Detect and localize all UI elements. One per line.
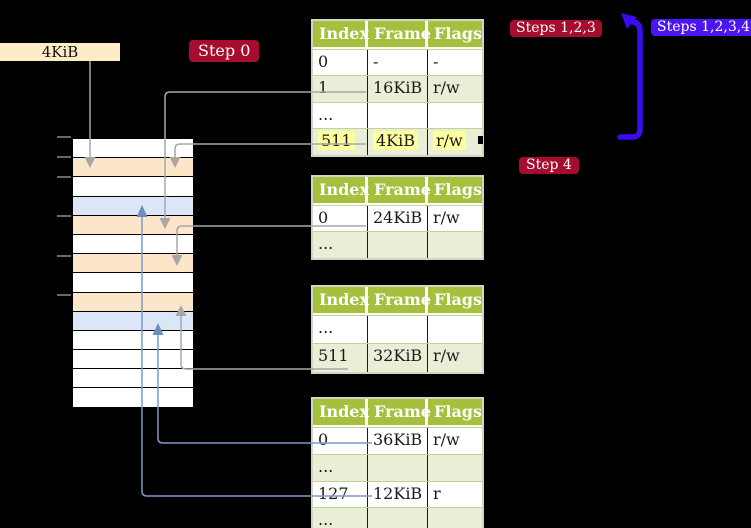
memory-frame-free — [73, 273, 193, 293]
memory-frame-free — [73, 388, 193, 407]
column-header-flags: Flags — [434, 290, 482, 309]
column-header-index: Index — [313, 177, 369, 203]
physical-memory-strip — [71, 137, 195, 409]
table-header: Index Frame Flags — [313, 21, 482, 49]
memory-frame-free — [73, 177, 193, 197]
column-header-flags: Flags — [434, 180, 482, 199]
table-row: ... — [313, 507, 482, 528]
cell-flags: - — [433, 52, 439, 71]
cell-flags — [428, 103, 482, 128]
column-header-frame: Frame — [368, 21, 431, 47]
cell-frame — [368, 454, 428, 481]
steps1234-badge: Steps 1,2,3,4 — [651, 19, 751, 36]
column-header-index: Index — [313, 287, 369, 313]
cell-flags: r/w — [428, 129, 482, 154]
cell-frame: 16KiB — [368, 76, 428, 102]
cell-index: 511 — [313, 129, 368, 155]
cell-flags — [428, 232, 482, 257]
cell-index: ... — [313, 454, 368, 481]
table-row: ... — [313, 453, 482, 481]
cell-index: ... — [313, 102, 368, 129]
table-row: 127 12KiB r — [313, 480, 482, 508]
cell-flags — [428, 508, 482, 528]
cell-frame: 24KiB — [368, 206, 428, 232]
page-size-label: 4KiB — [0, 43, 120, 61]
table-row: ... — [313, 101, 482, 129]
cell-flags: r/w — [433, 430, 460, 449]
cell-frame — [368, 316, 428, 344]
cell-index: 127 — [313, 481, 368, 508]
memory-frame-free — [73, 330, 193, 351]
cell-frame: 32KiB — [368, 344, 428, 372]
cell-frame — [368, 102, 428, 129]
memory-frame-mapped_page — [73, 196, 193, 216]
cell-flags: r/w — [433, 346, 460, 366]
column-header-flags: Flags — [434, 402, 482, 421]
cell-index: 0 — [313, 50, 368, 76]
column-header-frame: Frame — [368, 177, 431, 203]
page-table-level4: Index Frame Flags 0 - - 1 16KiB r/w ... … — [311, 19, 484, 157]
page-table-level1: Index Frame Flags 0 36KiB r/w ... 127 12… — [311, 397, 484, 528]
cell-index: 0 — [313, 206, 368, 232]
cell-frame: 36KiB — [368, 428, 428, 454]
column-header-flags: Flags — [434, 24, 482, 43]
table-row: 0 - - — [313, 49, 482, 76]
cell-index: 1 — [313, 76, 368, 102]
cell-index: ... — [313, 508, 368, 528]
table-row: 0 24KiB r/w — [313, 205, 482, 232]
step0-badge: Step 0 — [189, 40, 260, 62]
memory-frame-free — [73, 234, 193, 255]
memory-frame-free — [73, 139, 193, 159]
table-row-recursive-entry: 511 4KiB r/w — [313, 128, 482, 155]
cell-frame: - — [368, 50, 428, 76]
steps123-badge: Steps 1,2,3 — [510, 20, 602, 37]
address-tick-marks — [57, 136, 71, 296]
table-row: 1 16KiB r/w — [313, 75, 482, 102]
cell-flags: r/w — [433, 78, 460, 98]
table-header: Index Frame Flags — [313, 177, 482, 205]
table-row: ... — [313, 231, 482, 258]
cell-index: 511 — [313, 344, 368, 372]
cell-flags: r/w — [433, 208, 460, 227]
memory-frame-free — [73, 350, 193, 370]
table-header: Index Frame Flags — [313, 287, 482, 315]
table-row: 0 36KiB r/w — [313, 427, 482, 454]
column-header-frame: Frame — [368, 399, 431, 425]
page-table-level2: Index Frame Flags ... 511 32KiB r/w — [311, 285, 484, 374]
column-header-index: Index — [313, 21, 369, 47]
table-row: ... — [313, 315, 482, 344]
column-header-index: Index — [313, 399, 369, 425]
memory-frame-page_table — [73, 292, 193, 312]
memory-frame-page_table — [73, 215, 193, 235]
memory-frame-free — [73, 369, 193, 389]
memory-frame-mapped_page — [73, 311, 193, 331]
cell-index: ... — [313, 232, 368, 258]
step4-badge: Step 4 — [519, 157, 579, 174]
cell-frame: 4KiB — [368, 129, 428, 155]
cell-flags — [428, 316, 482, 343]
recursive-loop-arrow — [617, 13, 643, 140]
cell-index: 0 — [313, 428, 368, 454]
cell-frame — [368, 232, 428, 258]
column-header-frame: Frame — [368, 287, 431, 313]
memory-frame-page_table — [73, 254, 193, 274]
cell-frame — [368, 508, 428, 528]
table-header: Index Frame Flags — [313, 399, 482, 427]
cell-flags — [428, 455, 482, 481]
page-table-level3: Index Frame Flags 0 24KiB r/w ... — [311, 175, 484, 260]
table-row: 511 32KiB r/w — [313, 343, 482, 372]
cell-flags: r — [433, 483, 441, 503]
memory-frame-page_table — [73, 158, 193, 178]
cell-index: ... — [313, 316, 368, 344]
cell-frame: 12KiB — [368, 481, 428, 508]
